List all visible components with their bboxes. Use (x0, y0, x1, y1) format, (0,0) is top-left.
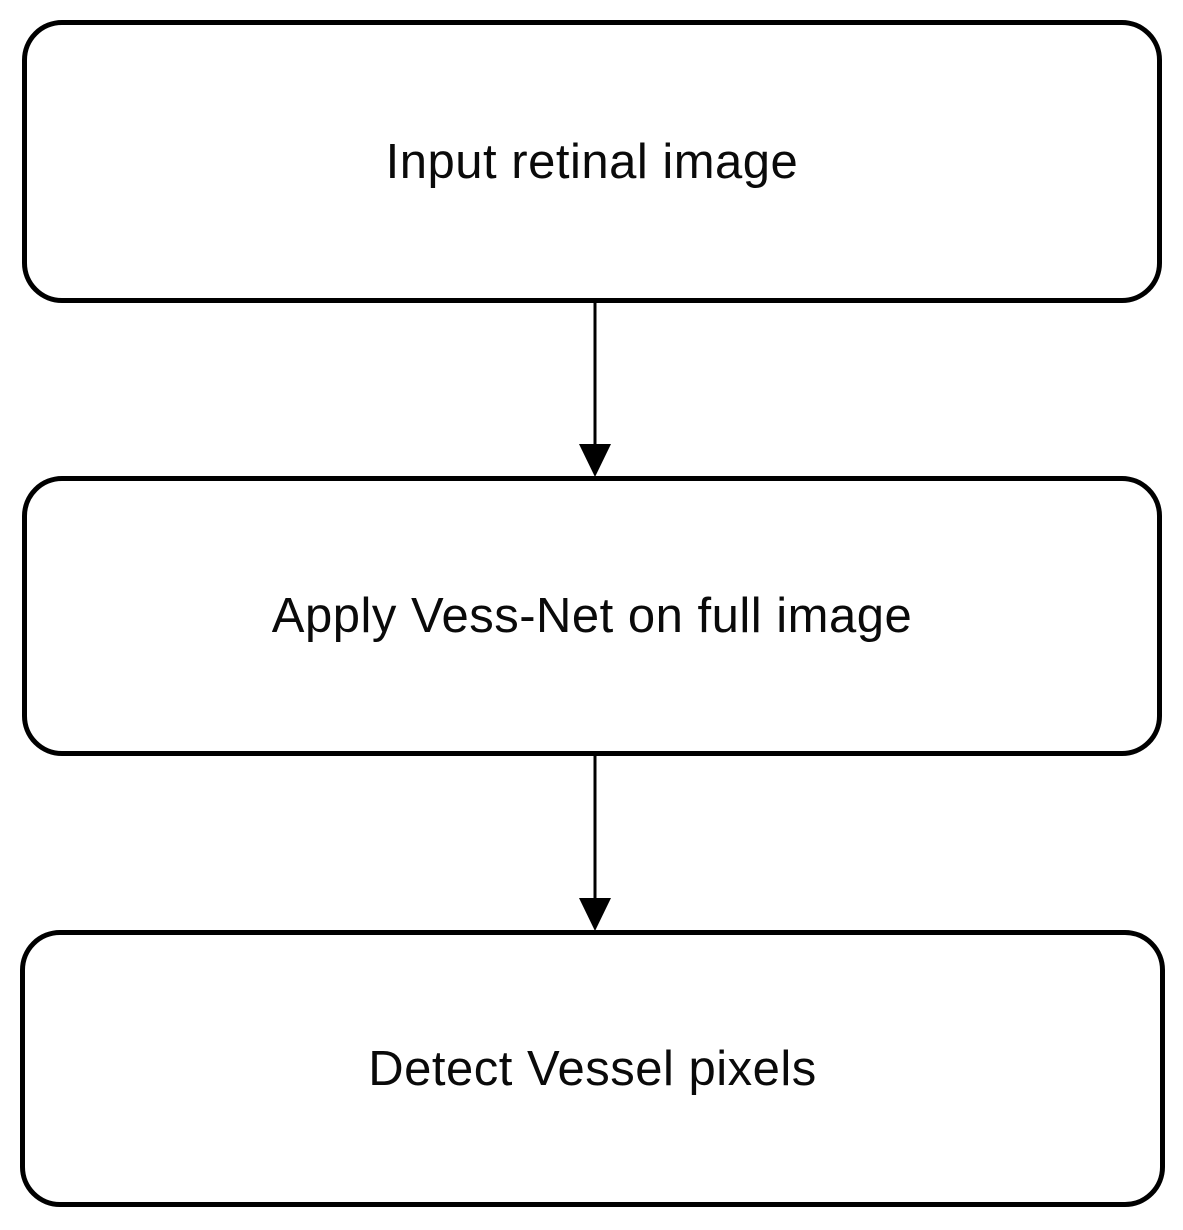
node-label: Input retinal image (385, 134, 799, 189)
arrow-shaft (593, 756, 597, 903)
arrow-down-connector (578, 303, 612, 477)
arrow-shaft (593, 303, 597, 449)
arrow-down-connector (578, 756, 612, 931)
flow-node-detect-vessel-pixels: Detect Vessel pixels (20, 930, 1165, 1207)
arrowhead-down-icon (579, 898, 611, 931)
flow-node-apply-vess-net: Apply Vess-Net on full image (22, 476, 1162, 756)
arrowhead-down-icon (579, 444, 611, 477)
flow-node-input-retinal-image: Input retinal image (22, 20, 1162, 303)
node-label: Detect Vessel pixels (368, 1041, 817, 1096)
node-label: Apply Vess-Net on full image (271, 589, 913, 643)
